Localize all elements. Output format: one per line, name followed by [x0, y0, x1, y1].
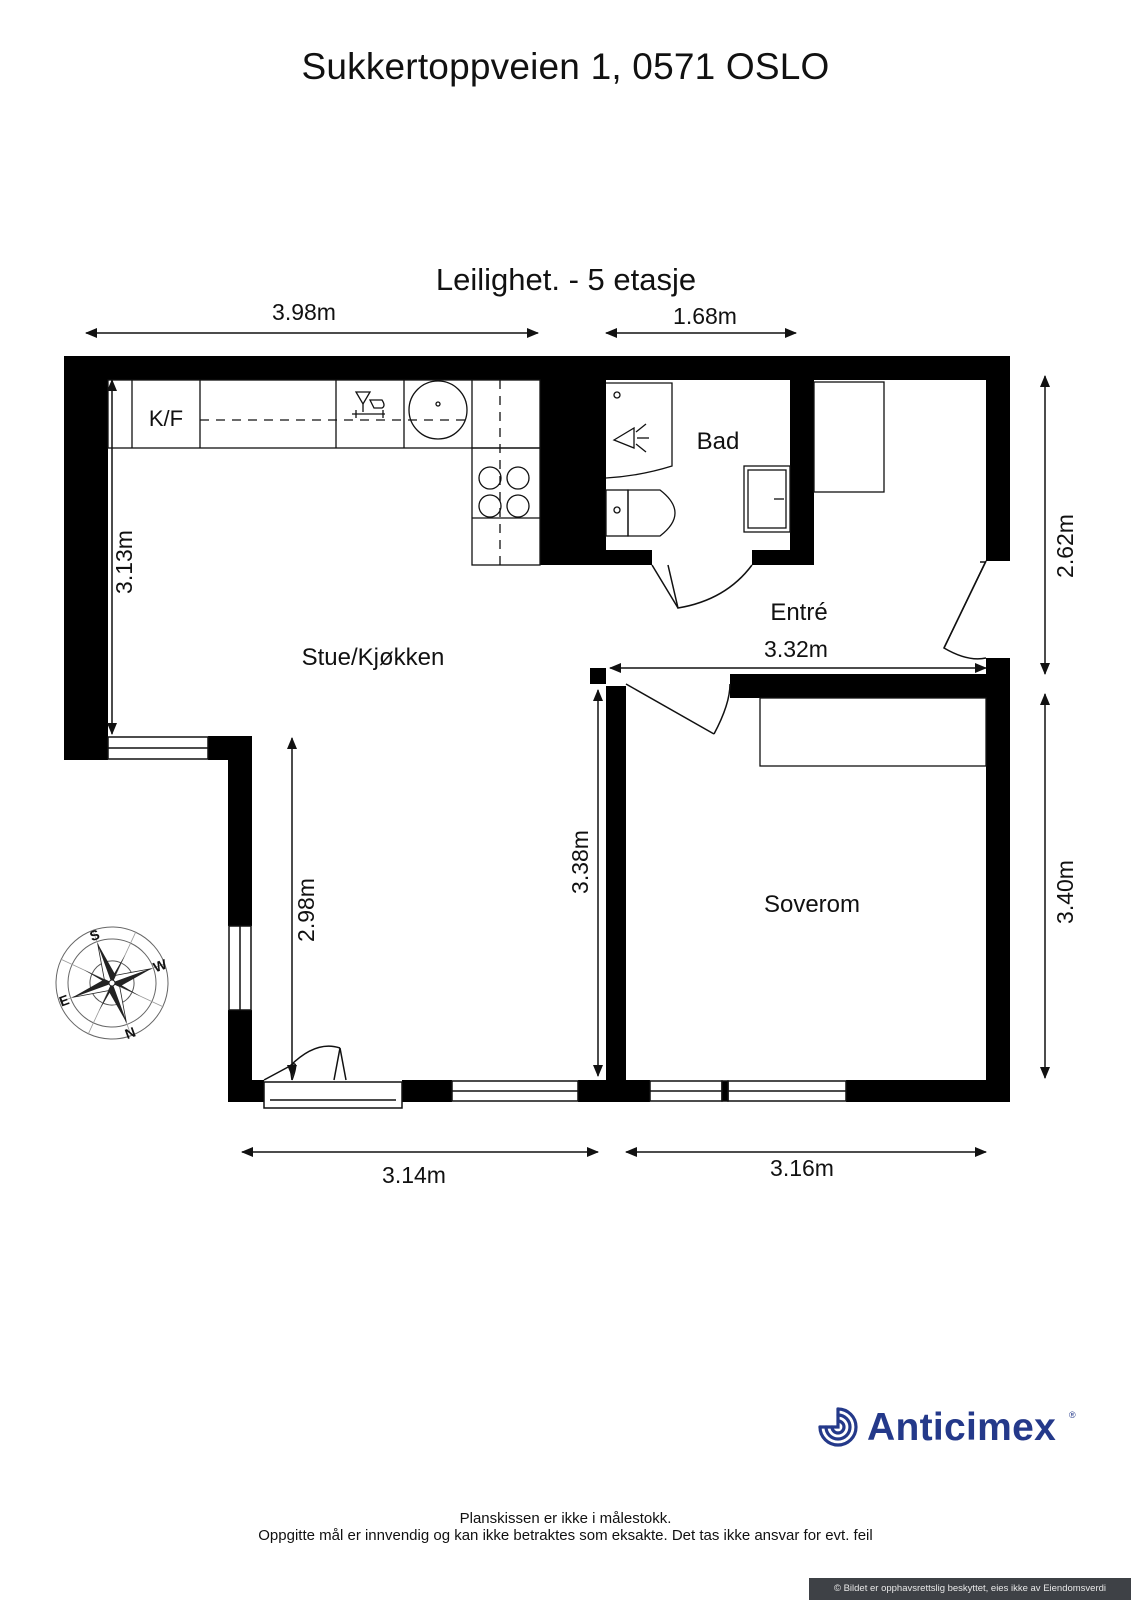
room-label-bathroom: Bad: [697, 428, 740, 455]
dimension-lines: [85, 328, 1050, 1157]
dim-top-bath-width: 1.68m: [673, 303, 737, 329]
brand-logo: Anticimex ®: [815, 1404, 1076, 1452]
compass-north: N: [123, 1024, 138, 1042]
dim-right-lower-height: 3.40m: [1052, 860, 1078, 924]
brand-registered-mark: ®: [1069, 1410, 1076, 1420]
walls: [64, 356, 1010, 1102]
dim-living-lower-height: 2.98m: [293, 878, 319, 942]
dim-bedroom-height-left: 3.38m: [567, 830, 593, 894]
room-label-bedroom: Soverom: [764, 891, 860, 918]
dim-right-upper-height: 2.62m: [1052, 514, 1078, 578]
bedroom-wardrobe: [759, 697, 987, 767]
compass-rose-icon: S N W E: [55, 926, 170, 1042]
fridge-label: K/F: [149, 406, 183, 431]
dim-entrance-width: 3.32m: [764, 636, 828, 662]
dim-top-left-width: 3.98m: [272, 299, 336, 325]
disclaimer-line-1: Planskissen er ikke i målestokk.: [459, 1510, 672, 1527]
dim-bottom-bedroom-width: 3.16m: [770, 1155, 834, 1181]
room-label-living-kitchen: Stue/Kjøkken: [302, 644, 445, 671]
disclaimer: Planskissen er ikke i målestokk. Oppgitt…: [0, 1510, 1131, 1544]
dim-bottom-living-width: 3.14m: [382, 1162, 446, 1188]
copyright-banner: © Bildet er opphavsrettslig beskyttet, e…: [809, 1578, 1131, 1600]
page-title: Sukkertoppveien 1, 0571 OSLO: [301, 46, 830, 87]
doors: [263, 560, 987, 1081]
brand-name: Anticimex: [867, 1406, 1057, 1449]
disclaimer-line-2: Oppgitte mål er innvendig og kan ikke be…: [258, 1527, 873, 1544]
bathroom-fixtures: [605, 381, 885, 537]
room-label-entrance: Entré: [770, 599, 827, 626]
windows: [107, 736, 847, 1109]
compass-west: W: [151, 956, 170, 976]
dimension-labels: 3.98m 1.68m 3.13m 2.62m 3.32m 2.98m 3.38…: [111, 299, 1078, 1188]
anticimex-logo-icon: [818, 1407, 858, 1447]
dim-left-height: 3.13m: [111, 530, 137, 594]
floor-label: Leilighet. - 5 etasje: [436, 262, 696, 297]
